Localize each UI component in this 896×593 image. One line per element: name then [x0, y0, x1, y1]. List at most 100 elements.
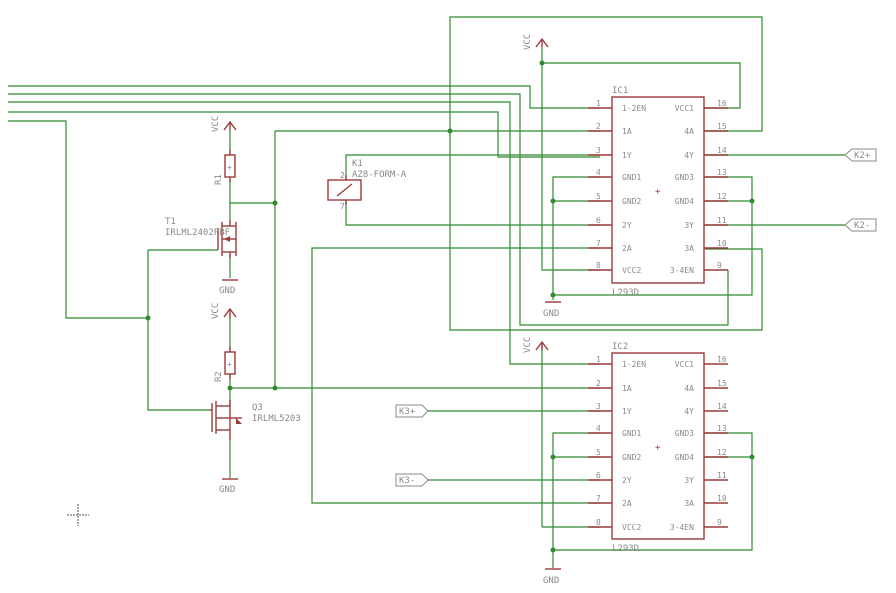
- ic2-pin-num: 13: [717, 424, 727, 433]
- k2m-label: K2-: [854, 221, 870, 231]
- t1-name: T1: [165, 217, 176, 227]
- ic1-pin-name: GND4: [675, 197, 694, 206]
- connector-k3p[interactable]: K3+: [395, 404, 429, 418]
- ic2-pin-name: 1Y: [622, 407, 632, 416]
- ic2-pin-num: 3: [596, 402, 601, 411]
- ic2-pin-name: 4A: [684, 384, 694, 393]
- vcc-symbol-r2: VCC: [211, 303, 237, 319]
- gnd-label: GND: [543, 309, 559, 319]
- q3-part: IRLML5203: [252, 414, 301, 424]
- ic2-pin-num: 8: [596, 518, 601, 527]
- ic2-pin-num: 14: [717, 402, 727, 411]
- ic1-pin-name: 2Y: [622, 221, 632, 230]
- ic1-pin-name: 4Y: [684, 151, 694, 160]
- ic1-pin-num: 1: [596, 99, 601, 108]
- ic2-pin-name: VCC1: [675, 360, 694, 369]
- ic1-pin-name: 2A: [622, 244, 632, 253]
- ic1-pin-name: 3-4EN: [670, 266, 694, 275]
- ic2-pin-num: 5: [596, 448, 601, 457]
- ic2-name: IC2: [612, 342, 628, 352]
- connector-k3m[interactable]: K3-: [395, 473, 429, 487]
- vcc-label: VCC: [211, 116, 221, 132]
- svg-text:+: +: [655, 187, 661, 197]
- ic1-pin-num: 13: [717, 168, 727, 177]
- gnd-symbol-ic2: GND: [543, 568, 561, 586]
- relay-pin: 7: [340, 202, 345, 211]
- r2-label: R2: [214, 371, 224, 382]
- k3m-label: K3-: [399, 476, 415, 486]
- ic1-part: L293D: [612, 288, 639, 298]
- svg-text:+: +: [227, 163, 232, 172]
- ic1-pin-num: 16: [717, 99, 727, 108]
- ic2-pin-num: 16: [717, 355, 727, 364]
- wire-bus-5: [8, 120, 148, 319]
- gnd-label: GND: [543, 576, 559, 586]
- wire-relay-1y: [345, 154, 600, 180]
- ic2-pin-name: GND2: [622, 453, 641, 462]
- junctions: [145, 60, 755, 553]
- ic1-pin-num: 12: [717, 192, 727, 201]
- ic1[interactable]: + IC1 L293D 1 2 3 4 5 6 7 8 1-2EN 1A 1Y …: [588, 86, 728, 298]
- relay-pin: 2: [340, 171, 345, 180]
- wire-bus-1: [8, 85, 600, 109]
- ic1-pin-num: 15: [717, 122, 727, 131]
- vcc-symbol-ic2: VCC: [523, 337, 549, 353]
- ic1-pin-name: 1Y: [622, 151, 632, 160]
- k2p-label: K2+: [854, 151, 871, 161]
- ic2-pin-num: 1: [596, 355, 601, 364]
- ic2-pin-num: 6: [596, 471, 601, 480]
- ic2-pin-num: 2: [596, 379, 601, 388]
- ic2-pin-name: 4Y: [684, 407, 694, 416]
- ic1-pin-name: 4A: [684, 127, 694, 136]
- ic2-pin-num: 9: [717, 518, 722, 527]
- connector-k2m[interactable]: K2-: [844, 218, 877, 232]
- q3-name: Q3: [252, 403, 263, 413]
- gnd-symbol-t1: GND: [219, 279, 238, 296]
- ic1-pin-name: 1A: [622, 127, 632, 136]
- ic1-pin-name: GND2: [622, 197, 641, 206]
- ic1-pin-num: 8: [596, 261, 601, 270]
- ic1-pin-num: 14: [717, 146, 727, 155]
- ic1-pin-num: 6: [596, 216, 601, 225]
- ic1-pin-num: 3: [596, 146, 601, 155]
- k3p-label: K3+: [399, 407, 416, 417]
- gnd-label: GND: [219, 286, 235, 296]
- ic2-pin-name: 2A: [622, 499, 632, 508]
- ic2-pin-num: 15: [717, 379, 727, 388]
- wire-ic1-gnd-left: [552, 176, 600, 300]
- wire-bus-3: [8, 101, 600, 365]
- ic2-pin-name: 1-2EN: [622, 360, 646, 369]
- ic1-pin-name: GND3: [675, 173, 694, 182]
- ic1-pin-num: 9: [717, 261, 722, 270]
- wire-bus-4: [8, 111, 600, 158]
- ic1-pin-name: GND1: [622, 173, 641, 182]
- vcc-label: VCC: [523, 337, 533, 353]
- ic2-pin-num: 10: [717, 494, 727, 503]
- wire-ic1-vcc1: [541, 62, 741, 271]
- relay-k1[interactable]: K1 AZ8-FORM-A 2 7: [327, 159, 407, 211]
- ic1-pin-name: VCC2: [622, 266, 641, 275]
- ic2-part: L293D: [612, 544, 639, 554]
- resistor-r1[interactable]: + R1: [214, 150, 236, 185]
- r1-label: R1: [214, 174, 224, 185]
- wires: [8, 16, 845, 568]
- ic1-pin-name: VCC1: [675, 104, 694, 113]
- wire-bus-2: [8, 93, 729, 326]
- wire-ic1-4a-loop: [449, 16, 763, 331]
- ic2-pin-name: 3A: [684, 499, 694, 508]
- vcc-label: VCC: [211, 303, 221, 319]
- ic1-pin-name: 1-2EN: [622, 104, 646, 113]
- ic2-pin-num: 11: [717, 471, 727, 480]
- ic1-pin-num: 2: [596, 122, 601, 131]
- ic2-pin-name: 2Y: [622, 476, 632, 485]
- ic2-pin-num: 12: [717, 448, 727, 457]
- transistor-q3[interactable]: Q3 IRLML5203: [210, 400, 301, 440]
- resistor-r2[interactable]: + R2: [214, 347, 236, 382]
- svg-text:+: +: [655, 443, 661, 453]
- connector-k2p[interactable]: K2+: [844, 148, 877, 162]
- transistor-t1[interactable]: T1 IRLML2402PBF: [165, 217, 237, 258]
- ic2[interactable]: + IC2 L293D 1 2 3 4 5 6 7 8 1-2EN 1A 1Y …: [588, 342, 728, 554]
- gnd-symbol-ic1: GND: [543, 301, 561, 319]
- svg-text:+: +: [227, 360, 232, 369]
